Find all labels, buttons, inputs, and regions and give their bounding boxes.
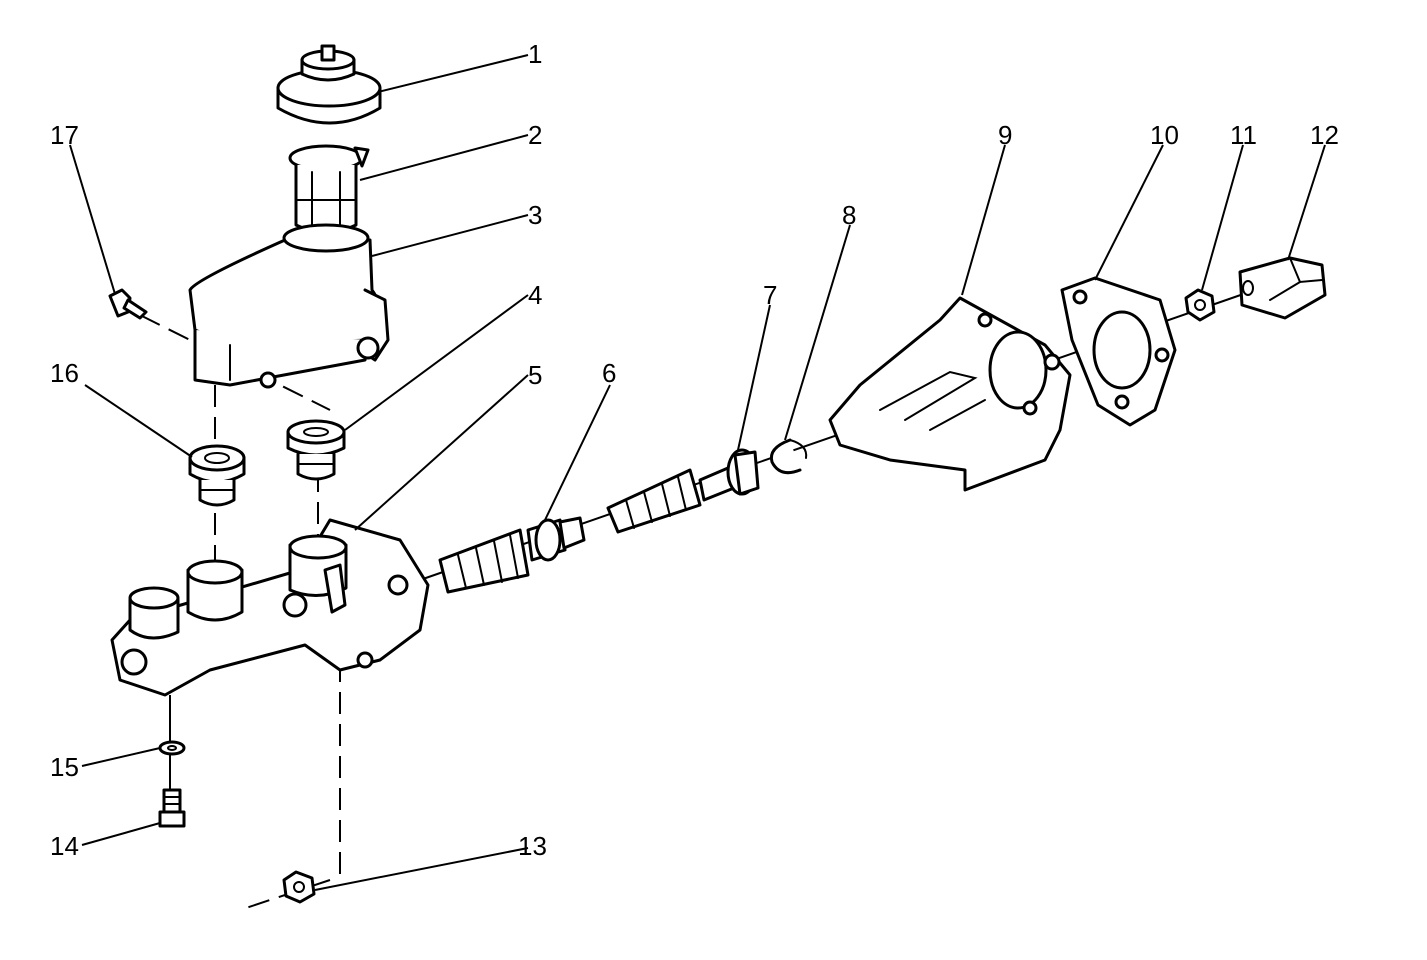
master-cylinder-body <box>110 518 430 697</box>
bleeder-bolt <box>158 788 186 828</box>
callout-5: 5 <box>528 360 542 390</box>
callout-9: 9 <box>998 120 1012 150</box>
bracket-nut <box>1184 288 1216 322</box>
callout-4: 4 <box>528 280 542 310</box>
callout-15: 15 <box>50 752 79 782</box>
reservoir-strainer <box>288 144 370 234</box>
callout-17: 17 <box>50 120 79 150</box>
callout-14: 14 <box>50 831 79 861</box>
leader-lines <box>69 54 1326 891</box>
callout-13: 13 <box>518 831 547 861</box>
bracket-gasket <box>1060 276 1177 427</box>
reservoir-grommet-large <box>188 444 246 507</box>
callout-1: 1 <box>528 39 542 69</box>
callout-6: 6 <box>602 358 616 388</box>
callout-2: 2 <box>528 120 542 150</box>
mounting-nut <box>282 870 316 904</box>
sealing-washer <box>158 740 186 756</box>
fluid-reservoir <box>188 223 390 389</box>
mounting-bracket <box>828 296 1072 492</box>
primary-piston-assembly <box>438 516 586 594</box>
callout-11: 11 <box>1230 120 1257 150</box>
callout-10: 10 <box>1150 120 1179 150</box>
callout-16: 16 <box>50 358 79 388</box>
callout-numbers: 1 2 3 4 5 6 7 8 9 10 11 12 13 14 15 16 1… <box>50 39 1339 861</box>
callout-7: 7 <box>763 280 777 310</box>
secondary-piston-assembly <box>606 448 760 534</box>
pushrod-clevis <box>1238 256 1327 320</box>
callout-12: 12 <box>1310 120 1339 150</box>
retaining-ring <box>769 438 808 475</box>
reservoir-cap <box>276 44 382 125</box>
reservoir-screw <box>108 288 148 320</box>
callout-3: 3 <box>528 200 542 230</box>
reservoir-grommet-small <box>286 419 346 481</box>
callout-8: 8 <box>842 200 856 230</box>
